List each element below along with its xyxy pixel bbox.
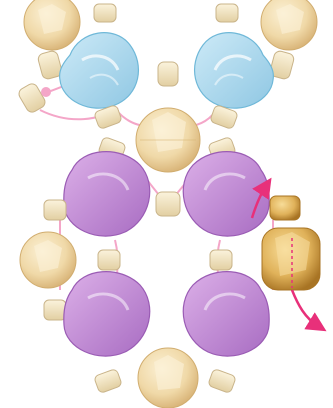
- fire-polished-bead-top-left: [24, 0, 80, 50]
- two-hole-bead-purple-lower-left: [64, 272, 150, 356]
- two-hole-bead-purple-upper-right: [183, 152, 269, 236]
- fire-polished-bead-bottom: [138, 348, 198, 408]
- two-hole-bead-blue-right: [195, 33, 274, 109]
- thread-end-dot: [41, 87, 51, 97]
- two-hole-bead-purple-lower-right: [183, 272, 269, 356]
- fire-polished-bead-center: [136, 108, 200, 172]
- fire-polished-bead-left: [20, 232, 76, 288]
- two-hole-bead-purple-upper-left: [64, 152, 150, 236]
- fire-polished-bead-top-right: [261, 0, 317, 50]
- two-hole-bead-blue-left: [60, 33, 139, 109]
- seed-bead-near-gold: [270, 196, 300, 220]
- gold-bead-working: [262, 228, 320, 290]
